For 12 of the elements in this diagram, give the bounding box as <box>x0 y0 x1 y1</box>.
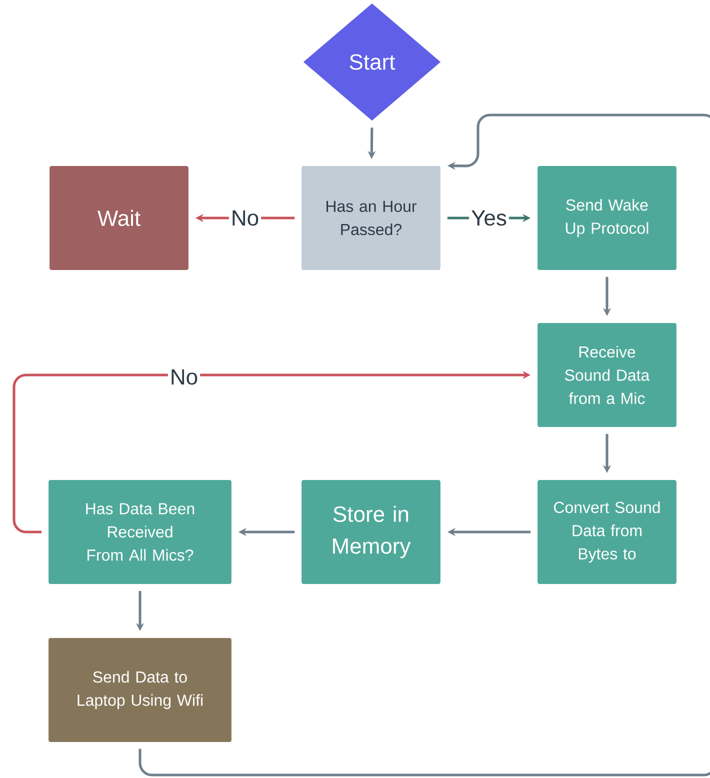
edge-label: No <box>228 208 262 228</box>
process-box: Send Wake Up Protocol <box>538 166 676 270</box>
process-box: Receive Sound Data from a Mic <box>538 323 676 427</box>
edge-label: Yes <box>469 208 509 228</box>
process-box: Send Data to Laptop Using Wifi <box>48 638 232 742</box>
arrow <box>138 114 710 776</box>
edge-label: No <box>168 367 200 387</box>
decision-box: Has Data Been Received From All Mics? <box>48 480 232 584</box>
process-box: Wait <box>50 166 188 270</box>
process-box: Store in Memory <box>302 480 440 584</box>
decision-box: Has an Hour Passed? <box>302 166 440 270</box>
process-box: Convert Sound Data from Bytes to <box>538 480 676 584</box>
